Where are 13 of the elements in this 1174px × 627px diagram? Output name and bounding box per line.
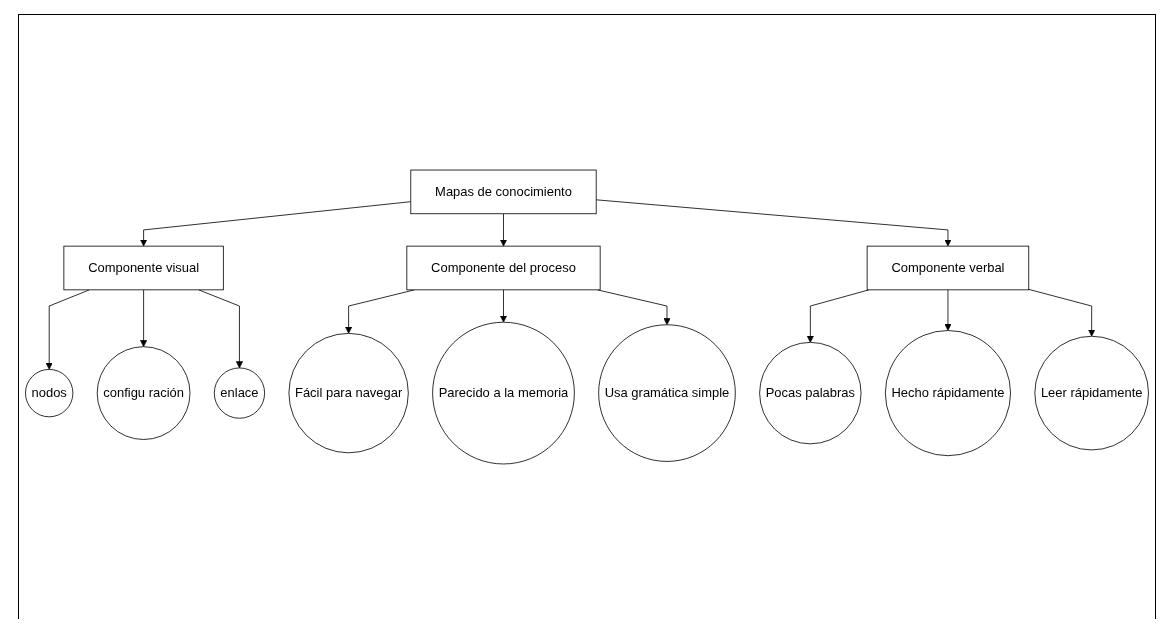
node-circle: Fácil para navegar xyxy=(288,333,409,454)
node-circle: configu ración xyxy=(96,346,191,440)
node-box: Mapas de conocimiento xyxy=(410,169,597,215)
node-box: Componente verbal xyxy=(866,245,1030,291)
node-box: Componente del proceso xyxy=(406,245,601,291)
node-circle: Leer rápidamente xyxy=(1034,335,1149,451)
node-circle: Hecho rápidamente xyxy=(884,330,1011,457)
node-circle: nodos xyxy=(25,368,74,418)
node-circle: Pocas palabras xyxy=(759,341,862,445)
node-box: Componente visual xyxy=(63,245,224,291)
node-circle: Usa gramática simple xyxy=(598,324,736,462)
node-circle: Parecido a la memoria xyxy=(432,321,575,465)
node-circle: enlace xyxy=(213,367,265,419)
